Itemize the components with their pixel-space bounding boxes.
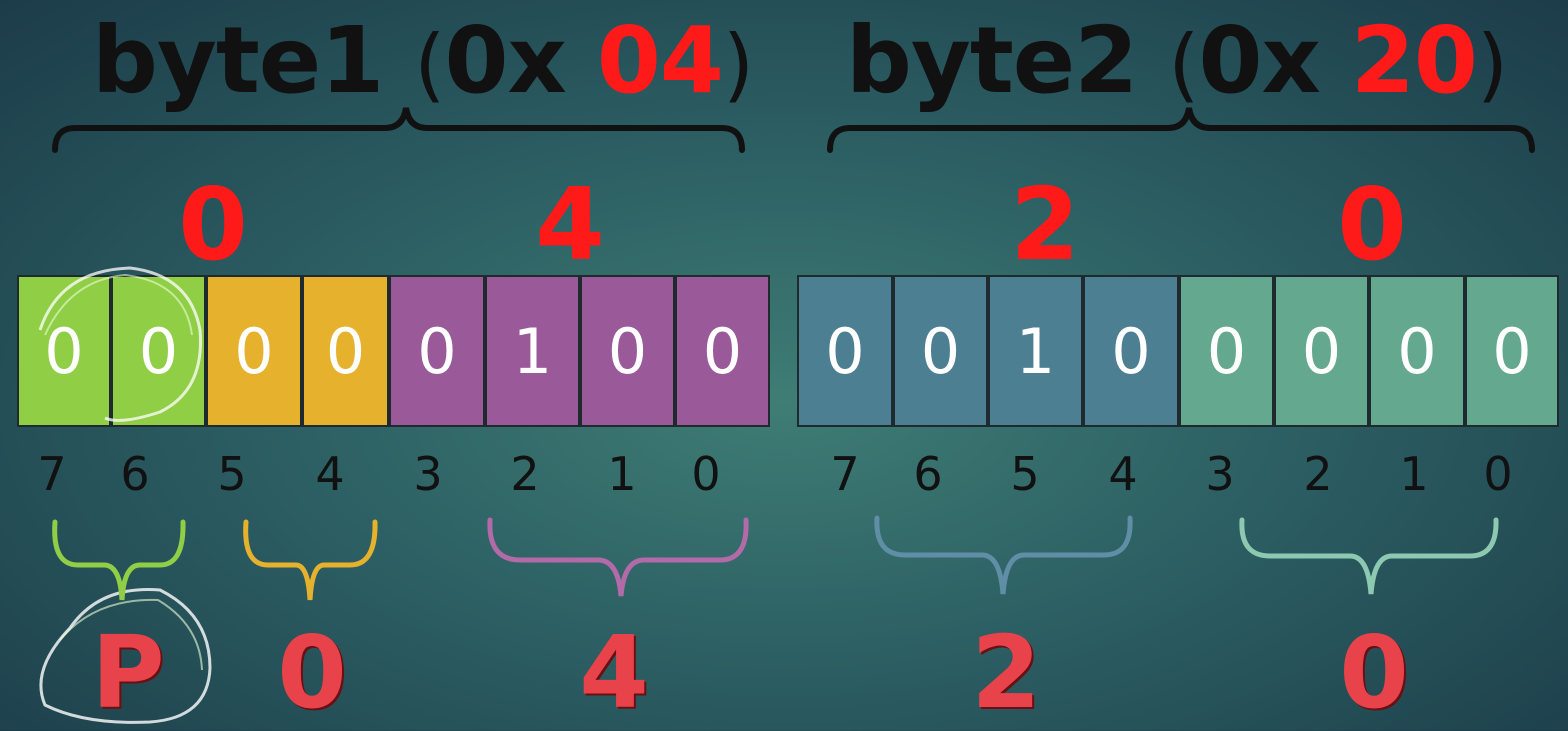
byte2-pos-6: 6: [913, 447, 943, 501]
field-label-p: P: [91, 614, 165, 731]
byte2-pos-5: 5: [1010, 447, 1040, 501]
byte1-bit-0: 0: [675, 275, 770, 427]
byte2-high-nibble: 2: [1010, 166, 1080, 283]
byte1-pos-3: 3: [413, 447, 443, 501]
byte2-close-paren: ): [1476, 18, 1508, 111]
byte1-pos-0: 0: [691, 447, 721, 501]
byte1-pos-6: 6: [120, 447, 150, 501]
byte1-hex: 04: [596, 7, 724, 114]
byte1-name: byte1: [92, 7, 384, 114]
byte2-low-nibble: 0: [1337, 166, 1407, 283]
byte2-bit-0: 0: [1465, 275, 1559, 427]
byte2-pos-4: 4: [1108, 447, 1138, 501]
byte2-title: byte2 (0x 20): [846, 6, 1508, 116]
byte1-bit-1: 0: [580, 275, 675, 427]
byte1-pos-5: 5: [217, 447, 247, 501]
byte2-pos-1: 1: [1399, 447, 1429, 501]
byte2-open-paren: (: [1168, 18, 1199, 111]
byte1-open-paren: (: [414, 18, 445, 111]
byte2-bit-4: 0: [1083, 275, 1179, 427]
byte2-pos-7: 7: [830, 447, 860, 501]
byte2-hex: 20: [1350, 7, 1478, 114]
field-label-2: 2: [971, 614, 1041, 731]
byte2-bit-2: 0: [1274, 275, 1369, 427]
byte2-pos-2: 2: [1303, 447, 1333, 501]
field-label-4: 4: [579, 614, 649, 731]
byte1-bit-3: 0: [389, 275, 485, 427]
byte1-high-nibble: 0: [178, 166, 248, 283]
byte1-bit-5: 0: [206, 275, 302, 427]
byte2-bit-5: 1: [988, 275, 1083, 427]
byte2-pos-3: 3: [1205, 447, 1235, 501]
field-label-byte1-0: 0: [277, 614, 347, 731]
byte1-bit-2: 1: [485, 275, 580, 427]
byte1-pos-7: 7: [37, 447, 67, 501]
byte2-prefix: 0x: [1198, 7, 1320, 114]
byte2-pos-0: 0: [1483, 447, 1513, 501]
byte1-title: byte1 (0x 04): [92, 6, 754, 116]
brace-0: [243, 519, 378, 601]
byte2-brace: [827, 107, 1535, 153]
byte2-bit-1: 0: [1369, 275, 1465, 427]
byte1-pos-2: 2: [510, 447, 540, 501]
byte1-pos-4: 4: [315, 447, 345, 501]
brace-0b: [1239, 517, 1499, 595]
byte2-bits: 0 0 1 0 0 0 0 0: [797, 275, 1559, 427]
byte1-pos-1: 1: [607, 447, 637, 501]
byte1-bit-4: 0: [302, 275, 389, 427]
byte1-brace: [52, 107, 745, 153]
brace-p: [52, 519, 186, 601]
byte2-bit-3: 0: [1179, 275, 1274, 427]
brace-2: [874, 515, 1133, 595]
byte2-bit-7: 0: [797, 275, 893, 427]
brace-4: [487, 517, 749, 597]
byte2-bit-6: 0: [893, 275, 988, 427]
byte2-name: byte2: [846, 7, 1138, 114]
field-label-byte2-0: 0: [1339, 614, 1409, 731]
byte1-close-paren: ): [722, 18, 754, 111]
byte1-low-nibble: 4: [535, 166, 605, 283]
byte1-prefix: 0x: [444, 7, 566, 114]
